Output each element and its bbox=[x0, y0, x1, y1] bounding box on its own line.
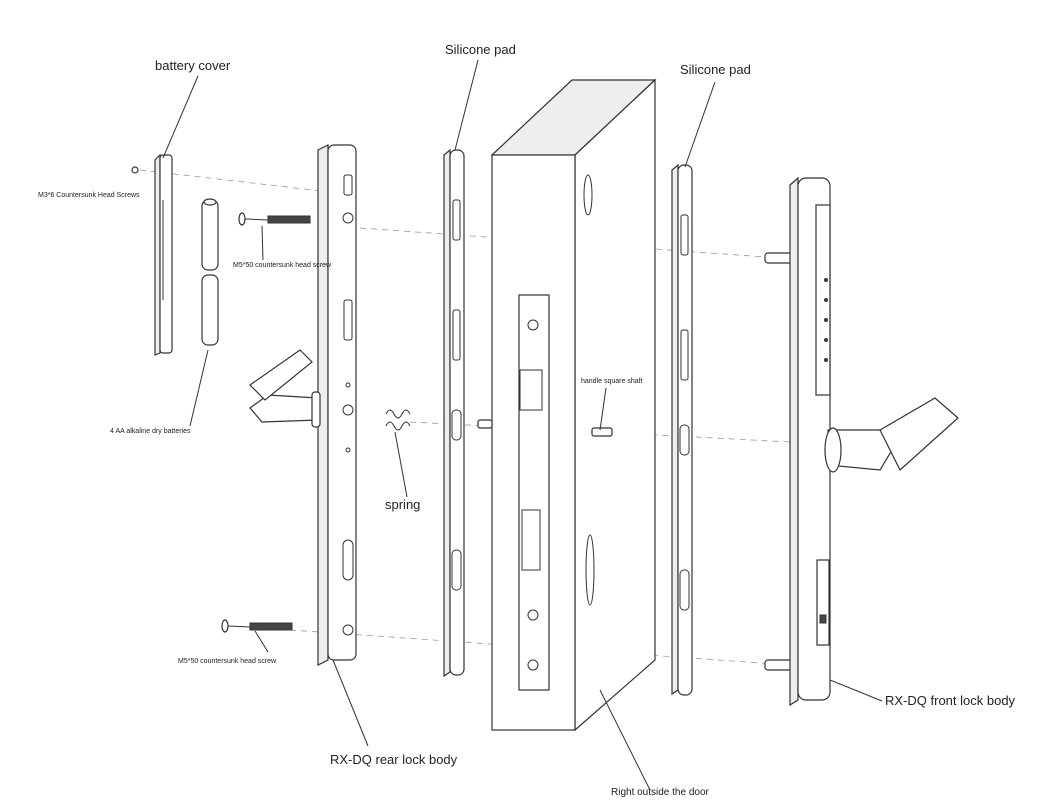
front-lock-body bbox=[789, 176, 831, 707]
battery-cover-label: battery cover bbox=[155, 58, 231, 73]
door-block bbox=[477, 78, 657, 732]
top-m5-screw bbox=[238, 212, 311, 226]
handle-shaft-label: handle square shaft bbox=[581, 378, 643, 385]
right-silicone-pad bbox=[671, 163, 693, 696]
bottom-m5-screw bbox=[221, 619, 293, 633]
rear-lock-body bbox=[317, 144, 357, 666]
rear-lock-body-label: RX-DQ rear lock body bbox=[330, 752, 458, 767]
m3-screw bbox=[131, 166, 139, 174]
rear-handle bbox=[249, 349, 321, 428]
front-pins bbox=[764, 252, 796, 671]
top-screw-label: M5*50 countersunk head screw bbox=[233, 262, 332, 269]
front-lock-body-label: RX-DQ front lock body bbox=[885, 693, 1016, 708]
battery-cover bbox=[154, 153, 173, 356]
left-silicone-pad bbox=[443, 148, 465, 678]
silicone-pad-right-label: Silicone pad bbox=[680, 62, 751, 77]
leader-lines bbox=[162, 59, 883, 791]
door-label: Right outside the door bbox=[611, 787, 709, 798]
front-handle bbox=[824, 397, 959, 473]
aa-batteries bbox=[201, 198, 219, 346]
silicone-pad-left-label: Silicone pad bbox=[445, 42, 516, 57]
spring-label: spring bbox=[385, 497, 421, 512]
batteries-label: 4 AA alkaline dry batteries bbox=[110, 428, 191, 435]
bottom-screw-label: M5*50 countersunk head screw bbox=[178, 658, 277, 665]
spring bbox=[385, 409, 411, 431]
m3-screws-label: M3*6 Countersunk Head Screws bbox=[38, 192, 140, 199]
